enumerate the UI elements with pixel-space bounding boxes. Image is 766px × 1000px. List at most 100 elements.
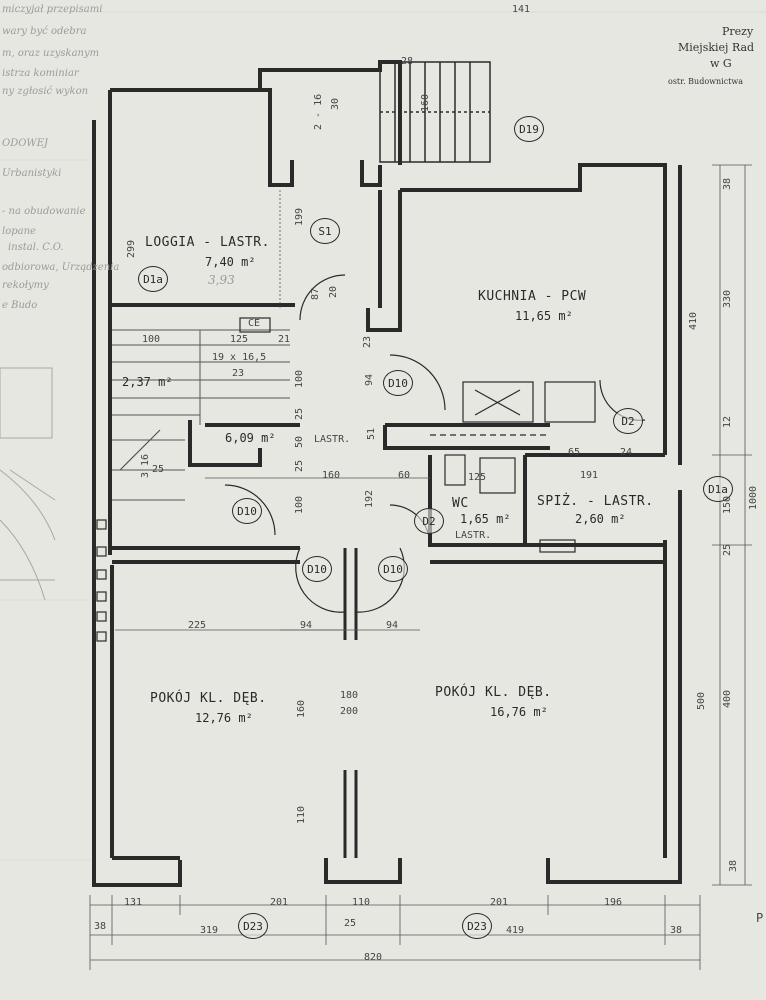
wc-floor: LASTR.	[455, 530, 492, 541]
dim-wc-125: 125	[468, 472, 487, 483]
pantry-area: 2,60 m²	[575, 512, 626, 526]
dim-bot-201b: 201	[490, 897, 509, 908]
dimension-lines	[89, 164, 752, 970]
loggia-faded-area: 3,93	[208, 273, 235, 287]
dim-right-38a: 38	[722, 177, 733, 190]
note-line-11: odbiorowa, Urządzenia	[2, 262, 120, 273]
dim-right-150: 150	[722, 495, 733, 514]
kitchen-area: 11,65 m²	[515, 309, 573, 323]
dim-bot-38b: 38	[670, 925, 683, 936]
interior-stair	[112, 329, 290, 501]
dim-right-500: 500	[696, 691, 707, 710]
dim-bot-201a: 201	[270, 897, 289, 908]
dim-right-1000: 1000	[748, 485, 759, 510]
dim-loggia-299: 299	[126, 239, 137, 258]
note-line-7: Urbanistyki	[2, 168, 62, 179]
dim-top-28: 28	[401, 56, 414, 67]
dim-hall-25a: 25	[294, 407, 305, 420]
dim-wc-192: 192	[364, 489, 375, 508]
dim-stair-21: 21	[278, 334, 291, 345]
dim-right-25: 25	[722, 543, 733, 556]
tag-d10-right: D10	[378, 556, 408, 582]
dim-hall-60: 60	[398, 470, 411, 481]
hall-floor: LASTR.	[314, 434, 351, 445]
dim-bot-319: 319	[200, 925, 219, 936]
stamp-line-1: Prezy	[722, 25, 754, 38]
dim-mid-200: 200	[340, 706, 359, 717]
dim-hall-23: 23	[362, 335, 373, 348]
note-line-12: rekołymy	[2, 280, 49, 291]
note-line-10: instal. C.O.	[8, 242, 64, 253]
tag-d19: D19	[514, 116, 544, 142]
stamp-line-4: ostr. Budownictwa	[668, 77, 744, 86]
note-line-8: - na obudowanie	[2, 206, 86, 217]
kitchen-name: KUCHNIA - PCW	[478, 289, 587, 304]
hall-area: 6,09 m²	[225, 431, 276, 445]
dim-hall-87: 87	[310, 287, 321, 300]
dim-hall-20: 20	[328, 285, 339, 298]
pantry-name: SPIŻ. - LASTR.	[537, 494, 654, 509]
dim-mid-110: 110	[296, 805, 307, 824]
note-line-6: ODOWEJ	[2, 138, 49, 149]
dim-hall-100: 100	[294, 369, 305, 388]
tag-d1a-left: D1a	[138, 266, 168, 292]
wall-vent-marks	[96, 519, 107, 642]
dim-bot-38a: 38	[94, 921, 107, 932]
dim-hall-51: 51	[366, 427, 377, 440]
dim-hall-50: 50	[294, 435, 305, 448]
dim-hall-160: 160	[322, 470, 341, 481]
dim-right-38b: 38	[728, 859, 739, 872]
note-line-5: ny zgłosić wykon	[2, 86, 89, 97]
dim-bot-131: 131	[124, 897, 143, 908]
dim-hall-25b: 25	[294, 459, 305, 472]
room-right-area: 16,76 m²	[490, 705, 548, 719]
dim-bot-196: 196	[604, 897, 623, 908]
kitchen-fixtures	[239, 317, 596, 553]
dim-stair-316: 3 16	[140, 453, 151, 478]
dim-right-400: 400	[722, 689, 733, 708]
tag-s1: S1	[310, 218, 340, 244]
wc-area: 1,65 m²	[460, 512, 511, 526]
note-line-9: lopane	[2, 226, 36, 237]
tag-d10-stair: D10	[232, 498, 262, 524]
note-line-1: miczyjał przepisami	[2, 4, 103, 15]
stamp-line-3: w G	[710, 57, 732, 70]
tag-d10-left: D10	[302, 556, 332, 582]
dim-bot-25: 25	[344, 918, 357, 929]
tag-d23-right: D23	[462, 913, 492, 939]
dim-right-p: P	[756, 911, 764, 925]
dim-bot-419: 419	[506, 925, 525, 936]
room-left-area: 12,76 m²	[195, 711, 253, 725]
dim-pantry-191: 191	[580, 470, 599, 481]
dim-hall-94: 94	[364, 373, 375, 386]
note-line-3: m, oraz uzyskanym	[2, 48, 100, 59]
dim-mid-94b: 94	[386, 620, 399, 631]
tag-d2-kitchen: D2	[613, 408, 643, 434]
dim-stair-100: 100	[142, 334, 161, 345]
walls	[92, 60, 682, 887]
dim-mid-94a: 94	[300, 620, 313, 631]
stamp-line-2: Miejskiej Rad	[678, 41, 755, 54]
room-left-name: POKÓJ KL. DĘB.	[150, 691, 267, 706]
dim-top-30: 30	[330, 97, 341, 110]
loggia-area: 7,40 m²	[205, 255, 256, 269]
dim-top-216: 2 - 16	[313, 93, 324, 130]
tag-d10-kitchen: D10	[383, 370, 413, 396]
dim-loggia-199: 199	[294, 207, 305, 226]
note-line-4: istrza kominiar	[2, 68, 79, 79]
dim-right-410: 410	[688, 311, 699, 330]
dim-bot-820: 820	[364, 952, 383, 963]
adjacent-stair-sketch	[0, 367, 56, 601]
dim-mid-225: 225	[188, 620, 207, 631]
dim-bot-110: 110	[352, 897, 371, 908]
dim-right-330: 330	[722, 289, 733, 308]
tag-d2-wc: D2	[414, 508, 444, 534]
tag-d1a-right: D1a	[703, 476, 733, 502]
note-line-2: wary być odebra	[2, 26, 87, 37]
dim-stair-23: 23	[232, 368, 245, 379]
dim-hall-100b: 100	[294, 495, 305, 514]
dim-ce: CE	[248, 318, 261, 329]
dim-pantry-65: 65	[568, 447, 581, 458]
dim-mid-160: 160	[296, 699, 307, 718]
